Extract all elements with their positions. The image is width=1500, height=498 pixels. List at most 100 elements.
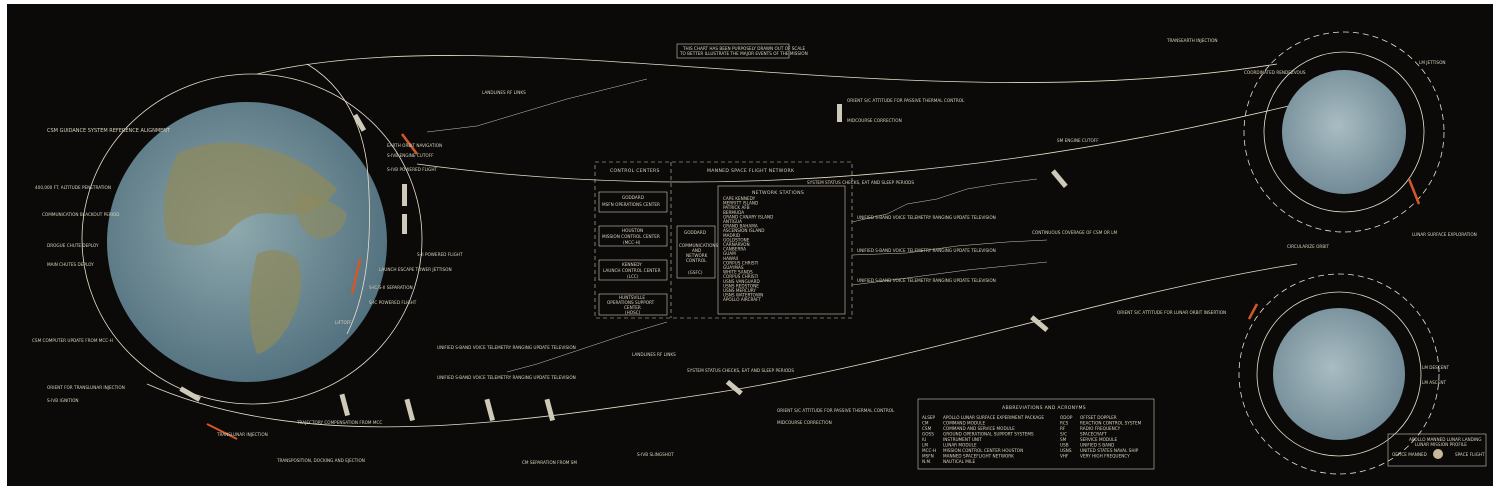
event-label: TRAJECTORY COMPENSATION FROM MCC: [296, 420, 382, 425]
event-label: MIDCOURSE CORRECTION: [777, 420, 832, 425]
abbreviation-term: MCC-H: [922, 448, 936, 453]
network-station: GUAM: [723, 251, 736, 256]
goddard-label: MSFN OPERATIONS CENTER: [602, 202, 660, 207]
event-label: CSM COMPUTER UPDATE FROM MCC-H: [32, 338, 113, 343]
spacecraft-icon: [352, 113, 367, 132]
event-label: S-IC POWERED FLIGHT: [369, 300, 417, 305]
abbreviation-meaning: INSTRUMENT UNIT: [943, 437, 982, 442]
houston-label: (MCC-H): [623, 240, 641, 245]
abbreviations-box: [917, 398, 1155, 470]
gsfc-label: AND: [692, 248, 701, 253]
event-label: LM DESCENT: [1422, 365, 1450, 370]
link-label: UNIFIED S-BAND VOICE TELEMETRY RANGING U…: [437, 375, 576, 380]
lunar-orbit-outer: [1243, 31, 1445, 233]
scale-note: THIS CHART HAS BEEN PURPOSELY DRAWN OUT …: [682, 46, 806, 51]
abbreviation-term: SM: [1060, 437, 1067, 442]
gsfc-label: CONTROL: [686, 258, 707, 263]
network-station: PATRICK AFB: [723, 205, 750, 210]
spacecraft-icon: [179, 386, 201, 402]
event-label: TRANSEARTH INJECTION: [1166, 38, 1218, 43]
abbreviation-term: RF: [1060, 426, 1066, 431]
engine-burn-marker: [401, 133, 418, 155]
abbreviation-meaning: GROUND OPERATIONAL SUPPORT SYSTEMS: [943, 432, 1034, 437]
translunar-trajectory: [416, 103, 1298, 183]
network-station: ASCENSION ISLAND: [723, 228, 764, 233]
link-label: UNIFIED S-BAND VOICE TELEMETRY RANGING U…: [857, 215, 996, 220]
event-label: LM JETTISON: [1419, 60, 1446, 65]
abbreviation-term: MSFN: [922, 454, 934, 459]
title-office: OFFICE MANNED: [1392, 452, 1427, 457]
gsfc-label: NETWORK: [686, 253, 708, 258]
network-station: BERMUDA: [723, 210, 744, 215]
kennedy-label: LAUNCH CONTROL CENTER: [603, 268, 661, 273]
network-station: USNS REDSTONE: [723, 283, 759, 288]
network-station: USNS WATERTOWN: [723, 293, 763, 298]
event-label: S-IVB POWERED FLIGHT: [387, 167, 438, 172]
abbreviation-term: S/C: [1060, 432, 1067, 437]
scale-note-box: [676, 43, 790, 59]
event-label: LIFTOFF: [335, 320, 352, 325]
houston-label: HOUSTON: [622, 228, 643, 233]
abbreviation-meaning: MISSION CONTROL CENTER HOUSTON: [943, 448, 1023, 453]
earth: [107, 102, 387, 382]
event-label: MIDCOURSE CORRECTION: [847, 118, 902, 123]
lunar-burn-marker: [1407, 178, 1421, 205]
mission-profile-board: CONTROL CENTERS MANNED SPACE FLIGHT NETW…: [7, 4, 1493, 486]
abbreviation-meaning: NAUTICAL MILE: [943, 459, 975, 464]
abbreviation-term: USNS: [1060, 448, 1072, 453]
kennedy-label: KENNEDY: [622, 262, 642, 267]
event-label: CSM GUIDANCE SYSTEM REFERENCE ALIGNMENT: [47, 128, 171, 134]
continent-shape: [249, 250, 301, 354]
link-label: UNIFIED S-BAND VOICE TELEMETRY RANGING U…: [857, 278, 996, 283]
huntsville-label: CENTER: [624, 305, 641, 310]
abbreviation-meaning: COMMAND AND SERVICE MODULE: [943, 426, 1015, 431]
network-station: WHITE SANDS: [723, 270, 753, 275]
event-label: CIRCULARIZE ORBIT: [1287, 244, 1329, 249]
network-station: MADRID: [723, 233, 740, 238]
abbreviation-term: RCS: [1060, 421, 1069, 426]
abbreviation-meaning: VERY HIGH FREQUENCY: [1080, 454, 1130, 459]
transearth-trajectory: [146, 263, 1298, 428]
event-label: 400,000 FT. ALTITUDE PENETRATION: [35, 185, 111, 190]
event-label: ORIENT S/C ATTITUDE FOR PASSIVE THERMAL …: [847, 98, 965, 103]
lunar-orbit-inner: [1256, 291, 1422, 457]
reentry-marker: [206, 423, 238, 440]
earth-parking-orbit: [81, 73, 423, 405]
network-station: CORPUS CHRISTI: [723, 274, 758, 279]
moon-lower: [1273, 308, 1405, 440]
event-label: SM ENGINE CUTOFF: [1057, 138, 1099, 143]
nasa-logo-icon: [1433, 449, 1443, 459]
event-label: LAUNCH ESCAPE TOWER JETTISON: [379, 267, 452, 272]
network-station: GOLDSTONE: [723, 237, 750, 242]
spacecraft-icon: [339, 393, 351, 417]
event-label: COMMUNICATION BLACKOUT PERIOD: [42, 212, 120, 217]
event-label: CONTINUOUS COVERAGE OF CSM OR LM: [1032, 230, 1118, 235]
title-line-2: LUNAR MISSION PROFILE: [1415, 442, 1467, 447]
network-station: CARNARVON: [723, 242, 750, 247]
goddard-label: GODDARD: [622, 195, 644, 200]
network-diagram: [594, 161, 853, 319]
network-station: APOLLO AIRCRAFT: [723, 297, 761, 302]
msfn-heading: MANNED SPACE FLIGHT NETWORK: [707, 168, 795, 174]
abbreviations-heading: ABBREVIATIONS AND ACRONYMS: [1002, 405, 1086, 411]
abbreviation-meaning: UNIFIED S BAND: [1080, 443, 1114, 448]
title-box: [1387, 433, 1487, 467]
kennedy-label: (LCC): [627, 274, 639, 279]
event-label: LUNAR SURFACE EXPLORATION: [1412, 232, 1477, 237]
spacecraft-icon: [404, 398, 416, 422]
link-label: UNIFIED S-BAND VOICE TELEMETRY RANGING U…: [437, 345, 576, 350]
event-label: TRANSLUNAR INJECTION: [216, 432, 268, 437]
scale-note: TO BETTER ILLUSTRATE THE MAJOR EVENTS OF…: [679, 51, 808, 56]
gsfc-label: GODDARD: [684, 230, 706, 235]
rocket-icon: [402, 184, 407, 206]
link-label: LANDLINES RF LINKS: [632, 352, 676, 357]
abbreviation-term: CSM: [922, 426, 932, 431]
spacecraft-icon: [484, 398, 496, 422]
abbreviation-term: USB: [1060, 443, 1069, 448]
event-label: S-IVB SLINGSHOT: [637, 452, 674, 457]
abbreviation-term: IU: [922, 437, 926, 442]
link-label: LANDLINES RF LINKS: [482, 90, 526, 95]
event-label: EARTH ORBIT NAVIGATION: [387, 143, 442, 148]
abbreviation-term: LM: [922, 443, 928, 448]
